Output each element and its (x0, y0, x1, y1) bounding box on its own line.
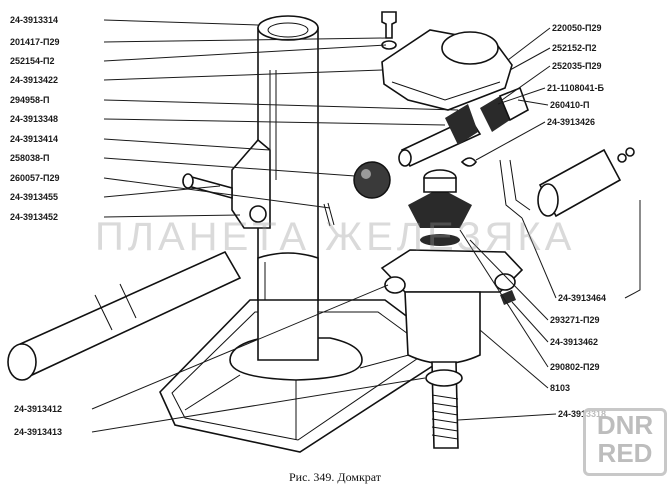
leader-right-10 (459, 229, 549, 368)
leader-right-6 (475, 121, 546, 161)
label-24-3913452: 24-3913452 (10, 212, 58, 222)
cover-boss (441, 31, 499, 65)
label-290802-p29: 290802-П29 (550, 362, 600, 372)
screw-thread (431, 394, 459, 440)
label-24-3913318: 24-3913318 (558, 409, 606, 419)
label-24-3913455: 24-3913455 (10, 192, 58, 202)
felt-ball (353, 161, 391, 199)
handle-grip-band (94, 283, 137, 331)
leader-left-11 (103, 214, 241, 218)
figure-caption: Рис. 349. Домкрат (288, 470, 382, 484)
leader-right-11 (479, 329, 549, 389)
label-293271-p29: 293271-П29 (550, 315, 600, 325)
column-lower-sleeve (257, 252, 319, 301)
leader-left-10 (103, 185, 221, 198)
leader-left-6 (103, 118, 446, 126)
cylinder-washer-1 (617, 153, 627, 163)
label-8103: 8103 (550, 383, 570, 393)
label-24-3913462: 24-3913462 (550, 337, 598, 347)
leader-left-3 (103, 44, 387, 62)
label-21-1108041-b: 21-1108041-Б (547, 83, 605, 93)
right-cylinder-end (537, 183, 559, 217)
label-252035-p29: 252035-П29 (552, 61, 602, 71)
base-rib-left (184, 374, 241, 411)
label-24-3913422: 24-3913422 (10, 75, 58, 85)
thrust-washer (420, 234, 460, 246)
label-24-3913414: 24-3913414 (10, 134, 58, 144)
small-bevel-gear (445, 104, 478, 145)
leader-left-5 (103, 99, 459, 111)
label-260057-p29: 260057-П29 (10, 173, 60, 183)
leader-right-9 (511, 301, 549, 343)
column-top-inner (267, 22, 309, 38)
label-294958-p: 294958-П (10, 95, 50, 105)
dnr-red-logo: DNR RED (583, 408, 667, 476)
leader-right-8 (469, 239, 549, 321)
jack-diagram: 24-3913314 201417-П29 252154-П2 24-39134… (7, 11, 641, 453)
cylinder-washer-2 (625, 147, 635, 157)
label-24-3913426: 24-3913426 (547, 117, 595, 127)
label-24-3913348: 24-3913348 (10, 114, 58, 124)
leader-right-2 (509, 47, 551, 71)
leader-left-13 (91, 377, 426, 433)
leader-right-4 (497, 87, 546, 105)
leader-left-1 (103, 19, 259, 26)
main-bevel-gear (408, 188, 472, 228)
lower-housing-body (404, 291, 481, 365)
leader-right-7 (521, 200, 641, 299)
housing-boss-right (494, 273, 516, 291)
label-252154-p2: 252154-П2 (10, 56, 55, 66)
handle-end (7, 343, 37, 381)
bracket-hole (249, 205, 267, 223)
screw-collar (425, 369, 463, 387)
leader-left-7 (103, 138, 271, 151)
label-24-3913412: 24-3913412 (14, 404, 62, 414)
set-screw (500, 290, 516, 305)
leader-left-8 (103, 157, 356, 177)
gear-neck (423, 177, 457, 193)
label-258038-p: 258038-П (10, 153, 50, 163)
column-top-opening (257, 15, 319, 41)
label-24-3913464: 24-3913464 (558, 293, 606, 303)
leader-left-12 (91, 284, 389, 410)
top-bolt (381, 11, 397, 39)
label-24-3913314: 24-3913314 (10, 15, 58, 25)
cover-flange (391, 81, 501, 101)
leader-right-12 (457, 413, 557, 421)
leader-left-4 (103, 69, 383, 81)
leader-right-1 (507, 27, 551, 61)
label-220050-p29: 220050-П29 (552, 23, 602, 33)
leader-right-3 (501, 65, 551, 101)
felt-ball-highlight (361, 169, 371, 179)
shaft-bearing (480, 96, 510, 132)
drive-shaft-end (398, 149, 412, 167)
label-201417-p29: 201417-П29 (10, 37, 60, 47)
leader-left-2 (103, 37, 387, 43)
label-24-3913413: 24-3913413 (14, 427, 62, 437)
housing-boss-left (384, 276, 406, 294)
watermark-text: ПЛАНЕТА ЖЕЛЕЗЯКА (95, 215, 576, 259)
bracket-pin-head (182, 173, 194, 189)
label-260410-p: 260410-П (550, 100, 590, 110)
bent-rod (499, 159, 531, 219)
label-252152-p2: 252152-П2 (552, 43, 597, 53)
leader-right-5 (517, 99, 549, 106)
key-segment (460, 157, 478, 167)
leader-left-9 (103, 177, 331, 209)
